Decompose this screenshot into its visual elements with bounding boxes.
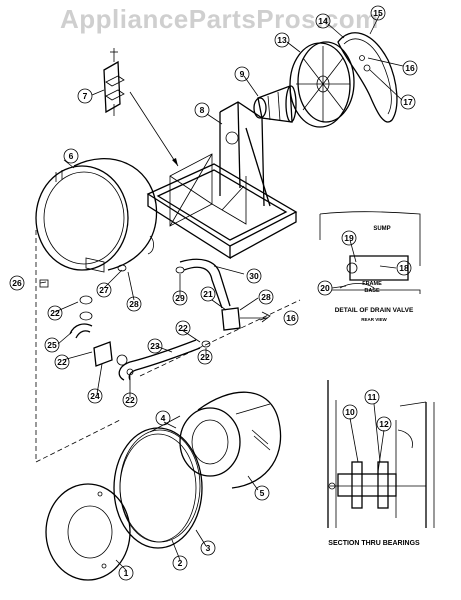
callout-1: 1 (118, 565, 134, 581)
callout-28-a: 28 (126, 296, 142, 312)
callout-2: 2 (172, 555, 188, 571)
callout-27: 27 (96, 282, 112, 298)
svg-text:22: 22 (178, 323, 188, 333)
frame (146, 101, 298, 260)
callout-10: 10 (342, 404, 358, 420)
callout-7: 7 (77, 88, 93, 104)
svg-text:6: 6 (69, 151, 74, 161)
tee-fitting-21 (221, 307, 271, 331)
svg-text:1: 1 (124, 568, 129, 578)
callout-30: 30 (246, 268, 262, 284)
svg-text:5: 5 (260, 488, 265, 498)
callout-26: 26 (9, 275, 25, 291)
svg-text:15: 15 (373, 8, 383, 18)
svg-text:24: 24 (90, 391, 100, 401)
svg-text:25: 25 (47, 340, 57, 350)
callout-13: 13 (274, 32, 290, 48)
callout-11: 11 (364, 389, 380, 405)
svg-text:22: 22 (57, 357, 67, 367)
callout-16: 16 (402, 60, 418, 76)
callout-4: 4 (155, 410, 171, 426)
callout-18: 18 (396, 260, 412, 276)
svg-text:22: 22 (200, 352, 210, 362)
bearings-section (327, 380, 435, 528)
svg-text:27: 27 (99, 285, 109, 295)
svg-text:23: 23 (150, 341, 160, 351)
svg-text:28: 28 (129, 299, 139, 309)
svg-text:22: 22 (50, 308, 60, 318)
svg-text:26: 26 (12, 278, 22, 288)
svg-text:8: 8 (200, 105, 205, 115)
svg-text:13: 13 (277, 35, 287, 45)
callout-9: 9 (234, 66, 250, 82)
drain-detail-title: DETAIL OF DRAIN VALVE (335, 307, 414, 314)
svg-text:3: 3 (206, 543, 211, 553)
leader-lines (39, 13, 404, 571)
pump-24 (93, 341, 128, 367)
outer-tub (35, 158, 158, 273)
callout-5: 5 (254, 485, 270, 501)
callout-12: 12 (376, 416, 392, 432)
callout-28-b: 28 (258, 289, 274, 305)
callout-3: 3 (200, 540, 216, 556)
svg-text:12: 12 (379, 419, 389, 429)
watermark: AppliancePartsPros.com (60, 4, 379, 34)
callout-23: 23 (147, 338, 163, 354)
svg-text:7: 7 (83, 91, 88, 101)
svg-text:29: 29 (175, 293, 185, 303)
callout-8: 8 (194, 102, 210, 118)
svg-text:4: 4 (161, 413, 166, 423)
front-ring-and-gasket (113, 415, 203, 549)
callout-21: 21 (200, 286, 216, 302)
callout-22-d: 22 (175, 320, 191, 336)
callout-22-c: 22 (122, 392, 138, 408)
callout-25: 25 (44, 337, 60, 353)
callout-14: 14 (315, 13, 331, 29)
bearings-section-title: SECTION THRU BEARINGS (328, 540, 420, 547)
base-label: BASE (364, 288, 380, 294)
svg-text:10: 10 (345, 407, 355, 417)
sump-label: SUMP (373, 226, 390, 232)
basket (179, 391, 282, 489)
motor-pulley (253, 85, 297, 123)
small-parts (39, 264, 211, 376)
callout-22-e: 22 (197, 349, 213, 365)
frame-label: FRAME (362, 281, 382, 287)
svg-text:20: 20 (320, 283, 330, 293)
bracket (103, 48, 125, 116)
svg-text:30: 30 (249, 271, 259, 281)
callout-29: 29 (172, 290, 188, 306)
elbow-25 (69, 295, 93, 339)
svg-text:22: 22 (125, 395, 135, 405)
svg-text:21: 21 (203, 289, 213, 299)
svg-text:2: 2 (178, 558, 183, 568)
svg-text:28: 28 (261, 292, 271, 302)
svg-text:16: 16 (286, 313, 296, 323)
drive-pulley (289, 41, 355, 128)
svg-text:18: 18 (399, 263, 409, 273)
callout-22-b: 22 (54, 354, 70, 370)
drain-hose-30 (179, 258, 231, 309)
callout-19: 19 (341, 230, 357, 246)
door-ring (45, 483, 131, 581)
svg-text:14: 14 (318, 16, 328, 26)
drain-detail-subtitle: REAR VIEW (361, 317, 387, 322)
drive-belt (337, 32, 398, 123)
callout-20: 20 (317, 280, 333, 296)
svg-text:9: 9 (240, 69, 245, 79)
drain-valve-detail (319, 211, 421, 294)
callout-6: 6 (63, 148, 79, 164)
callout-16-hose-clamp: 16 (283, 310, 299, 326)
callout-15: 15 (370, 5, 386, 21)
svg-text:17: 17 (403, 97, 413, 107)
hose-23 (118, 339, 201, 381)
svg-text:19: 19 (344, 233, 354, 243)
callout-24: 24 (87, 388, 103, 404)
svg-text:11: 11 (368, 392, 377, 402)
svg-text:16: 16 (405, 63, 415, 73)
callout-22-a: 22 (47, 305, 63, 321)
callout-17: 17 (400, 94, 416, 110)
